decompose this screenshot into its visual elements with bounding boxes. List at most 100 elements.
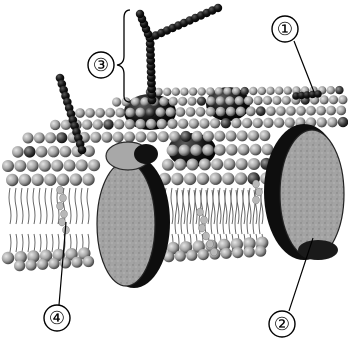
fatty-acid-tail	[21, 188, 23, 224]
phospholipid-head	[125, 119, 135, 129]
phospholipid-head	[236, 107, 246, 117]
phospholipid-head	[70, 173, 82, 185]
phospholipid-head	[180, 88, 188, 96]
phospholipid-head	[276, 106, 286, 116]
fatty-acid-tail	[175, 190, 177, 234]
phospholipid-head	[12, 146, 24, 158]
phospholipid-head	[172, 88, 180, 96]
phospholipid-head	[179, 145, 191, 157]
phospholipid-head	[199, 158, 211, 170]
phospholipid-head	[221, 248, 232, 259]
phospholipid-head	[76, 159, 88, 171]
phospholipid-head	[226, 107, 236, 117]
phospholipid-head	[2, 160, 14, 172]
phospholipid-head	[216, 107, 226, 117]
fatty-acid-tail	[219, 188, 221, 224]
fatty-acid-tail	[229, 190, 231, 234]
phospholipid-head	[26, 259, 37, 270]
fatty-acid-tail	[34, 234, 35, 252]
fatty-acid-tail	[181, 190, 183, 234]
phospholipid-head	[60, 146, 72, 158]
cholesterol-bead	[253, 196, 260, 204]
phospholipid-head	[159, 97, 168, 106]
phospholipid-head	[114, 119, 124, 129]
phospholipid-head	[248, 130, 259, 141]
fatty-acid-tail	[237, 188, 239, 224]
phospholipid-head	[75, 108, 85, 118]
cholesterol-bead	[61, 210, 68, 218]
phospholipid-head	[246, 106, 256, 116]
phospholipid-head	[125, 108, 135, 118]
phospholipid-head	[135, 119, 145, 129]
transmembrane-protein-right	[264, 124, 344, 260]
phospholipid-head	[216, 96, 225, 105]
phospholipid-head	[244, 96, 253, 105]
phospholipid-head	[158, 131, 169, 142]
cholesterol-bead	[253, 180, 260, 188]
phospholipid-head	[174, 159, 186, 171]
phospholipid-head	[189, 87, 197, 95]
phospholipid-head	[214, 131, 225, 142]
phospholipid-head	[147, 131, 158, 142]
fatty-acid-tail	[249, 188, 251, 224]
phospholipid-head	[113, 132, 124, 143]
phospholipid-head	[157, 119, 167, 129]
fatty-acid-tail	[235, 190, 237, 234]
phospholipid-head	[255, 246, 266, 257]
phospholipid-head	[135, 131, 146, 142]
cholesterol-bead	[203, 232, 210, 240]
phospholipid-head	[31, 174, 43, 186]
phospholipid-head	[316, 106, 326, 116]
cholesterol-bead	[60, 194, 67, 202]
fatty-acid-tail	[171, 188, 173, 224]
phospholipid-head	[254, 96, 263, 105]
phospholipid-head	[124, 132, 135, 143]
phospholipid-head	[326, 106, 336, 116]
phospholipid-head	[2, 252, 14, 264]
phospholipid-head	[176, 107, 186, 117]
cholesterol-bead	[201, 216, 208, 224]
fatty-acid-tail	[39, 188, 41, 224]
fatty-acid-tail	[223, 190, 225, 234]
phospholipid-head	[241, 87, 249, 95]
phospholipid-head	[14, 260, 25, 271]
phospholipid-head	[253, 118, 263, 128]
phospholipid-head	[180, 131, 191, 142]
phospholipid-head	[85, 108, 95, 118]
cholesterol-bead	[256, 188, 263, 196]
fatty-acid-tail	[69, 188, 71, 224]
phospholipid-head	[190, 144, 202, 156]
phospholipid-head	[327, 117, 337, 127]
fatty-acid-tail	[243, 188, 245, 224]
phospholipid-head	[198, 249, 209, 260]
phospholipid-head	[112, 97, 121, 106]
phospholipid-head	[82, 119, 92, 129]
phospholipid-head	[197, 173, 209, 185]
fatty-acid-tail	[45, 188, 47, 224]
phospholipid-head	[88, 159, 100, 171]
sugar-bead	[314, 90, 322, 98]
phospholipid-head	[222, 173, 234, 185]
phospholipid-head	[209, 173, 221, 185]
phospholipid-head	[232, 247, 243, 258]
phospholipid-head	[317, 117, 327, 127]
phospholipid-head	[71, 257, 82, 268]
phospholipid-head	[336, 106, 346, 116]
fatty-acid-tail	[16, 234, 17, 252]
phospholipid-head	[320, 95, 329, 104]
phospholipid-head	[167, 145, 179, 157]
phospholipid-head	[169, 131, 180, 142]
phospholipid-head	[178, 97, 187, 106]
fatty-acid-tail	[211, 190, 213, 234]
phospholipid-head	[27, 160, 39, 172]
phospholipid-head	[221, 118, 231, 128]
fatty-acid-tail	[87, 188, 89, 224]
fatty-acid-tail	[76, 234, 77, 252]
phospholipid-head	[23, 133, 34, 144]
fatty-acid-tail	[10, 234, 11, 252]
phospholipid-head	[14, 160, 26, 172]
label-4: ④	[49, 308, 65, 329]
phospholipid-head	[171, 173, 183, 185]
phospholipid-head	[203, 131, 214, 142]
